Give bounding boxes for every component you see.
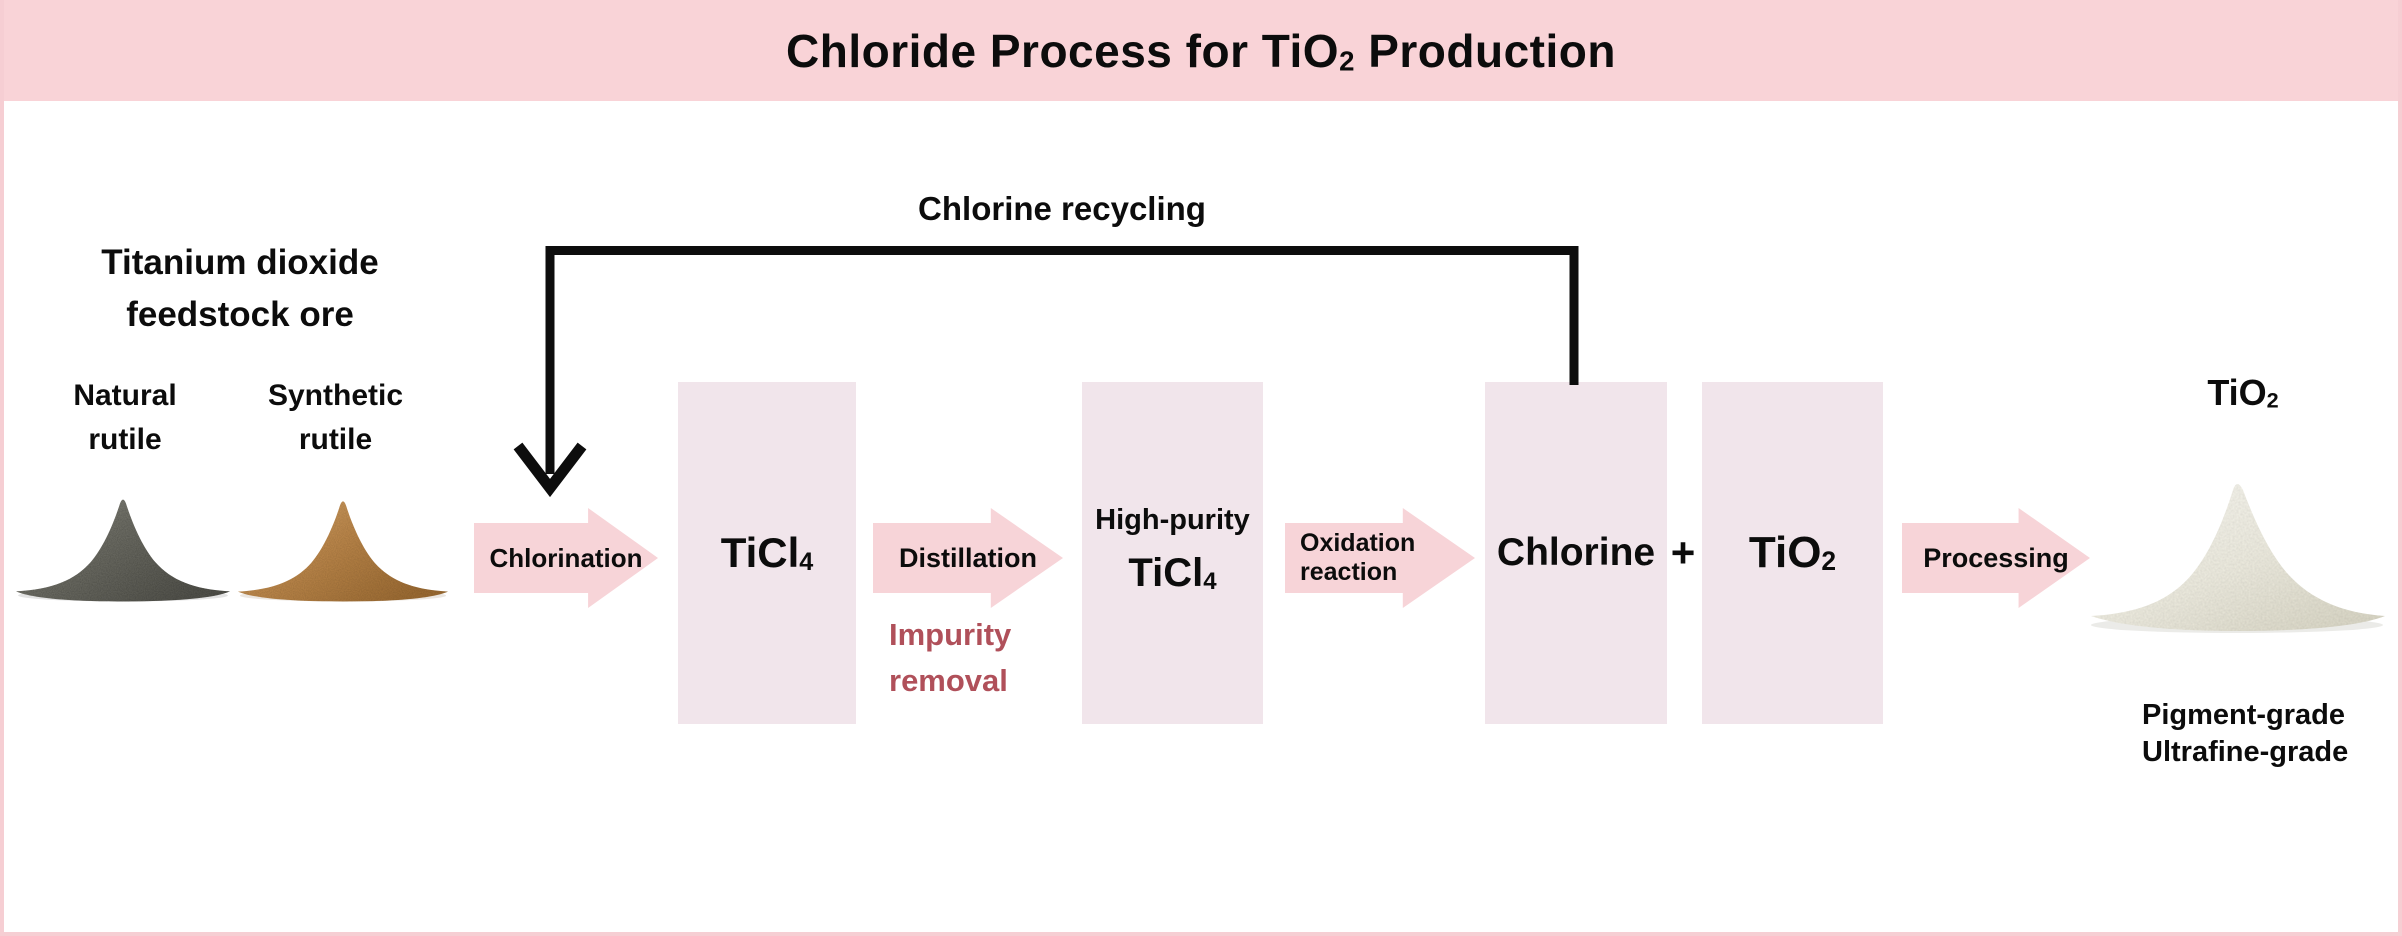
chlorine-box: Chlorine — [1485, 382, 1667, 724]
processing-arrow: Processing — [1902, 508, 2090, 608]
synthetic-rutile-label-line2: rutile — [298, 423, 373, 456]
feedstock-title-line2: feedstock ore — [126, 295, 354, 334]
chlorination-label: Chlorination — [489, 542, 643, 573]
ticl4-base: TiCl — [720, 528, 800, 576]
down-arrowhead-icon — [513, 442, 587, 498]
high-purity-base: TiCl — [1128, 550, 1204, 595]
title-text: Chloride Process for TiO — [786, 24, 1340, 77]
oxidation-label-line1: Oxidation — [1300, 529, 1416, 557]
title-bar: Chloride Process for TiO2 Production — [0, 0, 2402, 101]
white-powder-cone — [2091, 484, 2385, 631]
brown-powder-cone — [237, 501, 449, 602]
tio2-formula: TiO2 — [1749, 528, 1836, 578]
high-purity-label: High-purity — [1095, 503, 1250, 536]
ticl4-subscript: 4 — [799, 548, 814, 576]
natural-rutile-label-line1: Natural — [73, 379, 177, 412]
synthetic-rutile-label: Synthetic rutile — [243, 374, 428, 462]
natural-rutile-pile-image — [16, 499, 230, 602]
distillation-label: Distillation — [898, 542, 1037, 573]
chlorine-recycling-label: Chlorine recycling — [918, 190, 1206, 227]
high-purity-ticl4-box: High-purity TiCl4 — [1082, 382, 1263, 724]
synthetic-rutile-label-line1: Synthetic — [267, 379, 404, 412]
natural-rutile-label-line2: rutile — [88, 423, 162, 456]
product-formula-subscript: 2 — [2266, 387, 2279, 413]
impurity-note-line1: Impurity — [889, 617, 1012, 652]
plus-sign: + — [1670, 529, 1696, 576]
tio2-subscript: 2 — [1821, 546, 1837, 577]
product-tio2-label: TiO2 — [2143, 372, 2343, 414]
pigment-grade-line: Pigment-grade — [2142, 699, 2346, 731]
feedstock-title-line1: Titanium dioxide — [101, 243, 379, 282]
high-purity-formula: TiCl4 — [1128, 544, 1216, 611]
product-grades-label: Pigment-grade Ultrafine-grade — [2142, 697, 2348, 771]
natural-rutile-label: Natural rutile — [35, 374, 215, 462]
product-formula-base: TiO — [2207, 372, 2267, 413]
chlorination-arrow: Chlorination — [474, 508, 658, 608]
oxidation-reaction-arrow: Oxidation reaction — [1285, 508, 1475, 608]
title-text-post: Production — [1354, 24, 1616, 77]
distillation-arrow: Distillation — [873, 508, 1063, 608]
tio2-powder-pile-image — [2091, 484, 2385, 633]
gray-powder-cone — [16, 499, 230, 602]
feedstock-title: Titanium dioxide feedstock ore — [40, 237, 440, 341]
synthetic-rutile-pile-image — [237, 501, 449, 602]
oxidation-label-line2: reaction — [1300, 558, 1398, 586]
ultrafine-grade-line: Ultrafine-grade — [2142, 736, 2349, 768]
page-title: Chloride Process for TiO2 Production — [786, 24, 1616, 78]
ticl4-box: TiCl4 — [678, 382, 856, 724]
impurity-removal-note: Impurity removal — [889, 612, 1011, 704]
tio2-box: TiO2 — [1702, 382, 1883, 724]
processing-label: Processing — [1923, 542, 2069, 573]
ticl4-formula: TiCl4 — [721, 529, 814, 577]
high-purity-subscript: 4 — [1203, 567, 1217, 595]
chlorine-label: Chlorine — [1496, 531, 1656, 574]
impurity-note-line2: removal — [889, 663, 1008, 698]
title-subscript: 2 — [1339, 44, 1355, 76]
tio2-base: TiO — [1748, 528, 1822, 577]
